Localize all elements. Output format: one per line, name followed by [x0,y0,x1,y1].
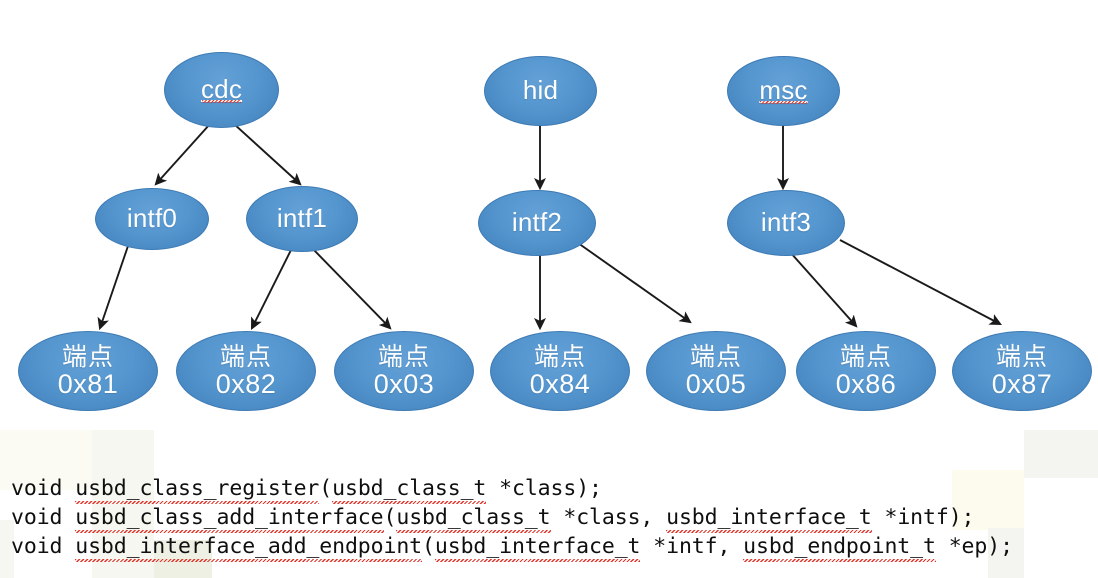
code-line: void usbd_class_register(usbd_class_t *c… [11,476,602,504]
edge-intf1-to-ep82 [251,247,293,330]
node-sublabel: 0x84 [529,368,591,399]
node-label: 端点 [61,342,114,371]
node-sublabel: 0x82 [215,368,277,399]
code-line: void usbd_interface_add_endpoint(usbd_in… [11,534,1013,562]
node-label: intf3 [760,207,812,238]
node-sublabel: 0x81 [57,368,119,399]
edge-intf1-to-ep03 [311,247,392,330]
node-sublabel: 0x86 [835,368,897,399]
node-intf1[interactable]: intf1 [246,186,358,252]
edge-intf2-to-ep05 [577,242,692,324]
node-label: 端点 [533,342,586,371]
node-label: cdc [200,74,243,105]
code-block: void usbd_class_register(usbd_class_t *c… [0,470,1098,578]
edge-intf3-to-ep87 [839,239,1002,326]
node-sublabel: 0x03 [373,368,435,399]
node-label: 端点 [377,342,430,371]
node-sublabel: 0x05 [685,368,747,399]
node-cdc[interactable]: cdc [164,52,279,128]
edge-layer [97,123,1002,331]
node-intf3[interactable]: intf3 [727,190,845,256]
edge-cdc-to-intf1 [233,123,302,186]
node-label: intf2 [511,207,563,238]
edge-intf0-to-ep81 [97,245,129,331]
edge-intf3-to-ep86 [789,251,858,328]
code-line: void usbd_class_add_interface(usbd_class… [11,505,975,533]
node-label: 端点 [995,342,1048,371]
node-intf0[interactable]: intf0 [95,188,209,250]
node-label: 端点 [839,342,892,371]
node-label: 端点 [219,342,272,371]
node-sublabel: 0x87 [991,368,1053,399]
node-label: intf0 [126,203,178,234]
node-label: 端点 [689,342,742,371]
node-hid[interactable]: hid [484,56,597,126]
node-msc[interactable]: msc [727,56,840,126]
node-label: intf1 [276,203,328,234]
node-label: msc [759,75,808,106]
node-label: hid [522,75,559,106]
edge-cdc-to-intf0 [154,123,211,186]
node-intf2[interactable]: intf2 [478,190,596,256]
